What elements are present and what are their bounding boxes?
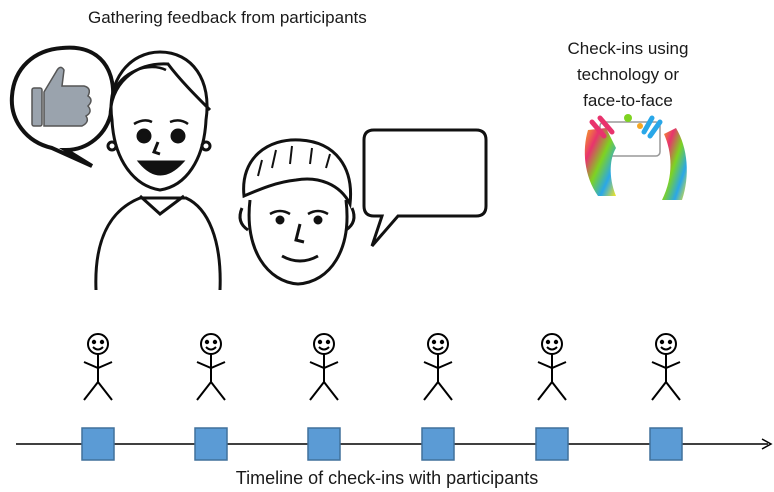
check-ins-note: Check-ins using technology or face-to-fa…: [548, 36, 708, 114]
check-in-6: [649, 333, 683, 461]
check-in-4: [421, 333, 455, 461]
diagram-title: Gathering feedback from participants: [88, 8, 367, 27]
smiling-woman-icon: [94, 50, 222, 291]
checkpoint-marker: [194, 427, 228, 461]
timeline-arrow-icon: [761, 438, 773, 450]
timeline-caption: Timeline of check-ins with participants: [235, 468, 539, 488]
checkpoint-marker: [649, 427, 683, 461]
stick-figure-icon: [196, 333, 226, 401]
checkpoint-marker: [307, 427, 341, 461]
check-ins-line-1: Check-ins using: [567, 39, 689, 58]
check-ins-line-2: technology or: [576, 65, 680, 84]
thumbs-up-bubble-icon: [9, 45, 116, 168]
checkpoint-marker: [81, 427, 115, 461]
stick-figure-icon: [309, 333, 339, 401]
check-ins-line-3: face-to-face: [583, 91, 673, 110]
check-in-3: [307, 333, 341, 461]
stick-figure-icon: [83, 333, 113, 401]
stick-figure-icon: [537, 333, 567, 401]
thumbs-up-icon: [31, 66, 92, 127]
check-in-1: [81, 333, 115, 461]
check-in-2: [194, 333, 228, 461]
checkpoint-marker: [535, 427, 569, 461]
empty-speech-bubble-icon: [362, 128, 488, 247]
hands-holding-tablet-icon: [584, 114, 687, 200]
man-face-icon: [238, 138, 356, 286]
stick-figure-icon: [423, 333, 453, 401]
check-in-5: [535, 333, 569, 461]
stick-figure-icon: [651, 333, 681, 401]
checkpoint-marker: [421, 427, 455, 461]
